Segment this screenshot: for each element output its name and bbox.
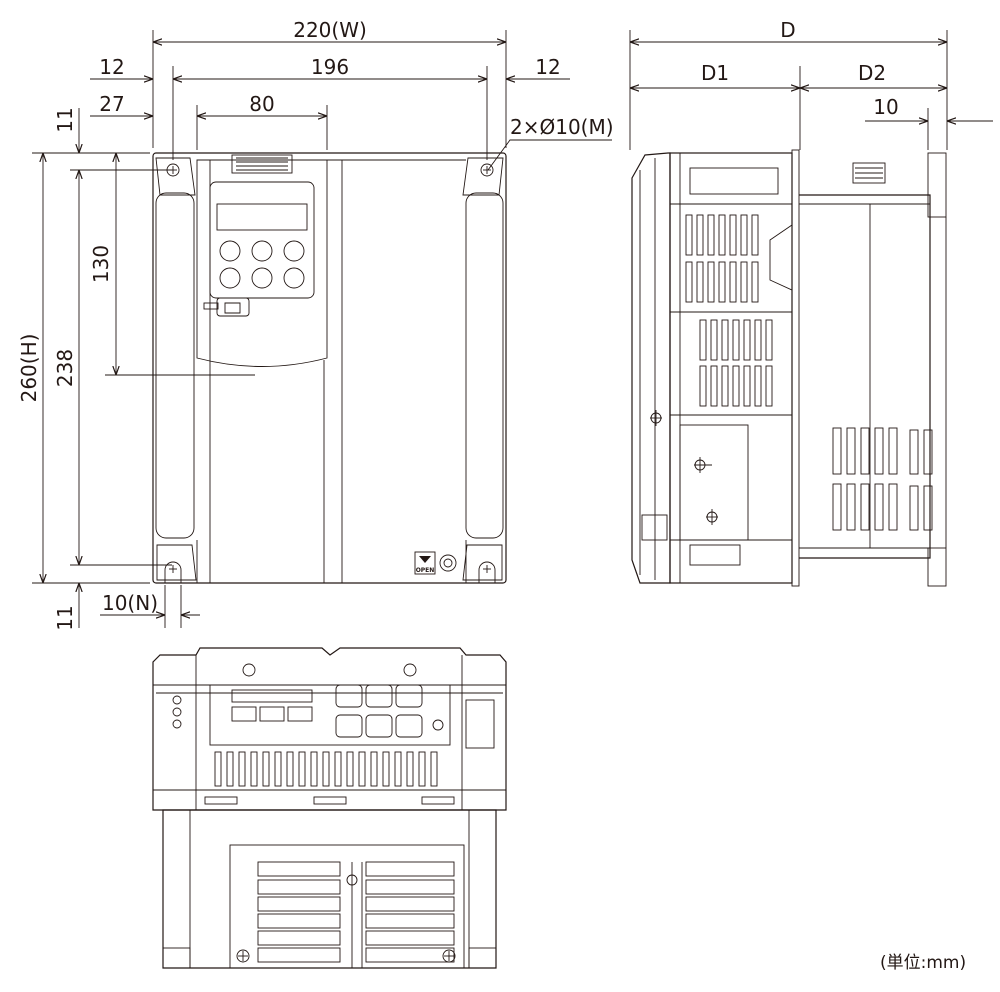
front-dimension-texts: 220(W) 12 196 12 27 80 2×Ø10(M) 11 130 2… (17, 18, 614, 631)
keypad-button-6 (283, 267, 305, 289)
front-view: 220(W) 12 196 12 27 80 2×Ø10(M) 11 130 2… (17, 18, 614, 631)
open-mark: OPEN (414, 551, 457, 575)
front-housing (152, 152, 507, 584)
front-extension-lines (32, 30, 507, 628)
keypad-button-4 (219, 267, 241, 289)
keypad-latch (216, 297, 250, 317)
bottom-lower-section (162, 809, 497, 969)
side-vent-heatsink (832, 427, 933, 531)
keypad-button-1 (219, 240, 241, 262)
bottom-view (152, 647, 507, 969)
bottom-hole-offset-label: 11 (53, 605, 77, 630)
keypad-button-3 (283, 240, 305, 262)
bottom-upper-section (152, 647, 507, 811)
bottom-vent-row (214, 751, 438, 787)
unit-label: (単位:mm) (880, 953, 966, 973)
depth2-label: D2 (858, 61, 886, 85)
hole-vertical-pitch-label: 238 (53, 349, 77, 387)
right-margin-label: 12 (535, 55, 560, 79)
operator-panel (196, 154, 328, 367)
side-vent-upper (685, 214, 773, 407)
front-dimension-lines (43, 42, 612, 628)
keypad-button-2 (251, 240, 273, 262)
mounting-hole-top-right (480, 163, 494, 177)
keypad-height-label: 130 (89, 245, 113, 283)
mounting-holes (164, 163, 496, 583)
mounting-hole-top-left (166, 163, 180, 177)
bottom-slot-label: 10(N) (102, 591, 158, 615)
side-extension-lines (629, 30, 948, 150)
width-label: 220(W) (293, 18, 367, 42)
fin-label: 10 (873, 95, 898, 119)
side-screws (650, 410, 718, 525)
top-hole-offset-label: 11 (53, 107, 77, 132)
mounting-slot-bottom-right (478, 561, 496, 583)
display-window (216, 203, 308, 231)
mounting-slot-bottom-left (164, 561, 182, 583)
side-view: D D1 D2 10 (629, 18, 993, 587)
open-label: OPEN (416, 567, 435, 574)
keypad-width-label: 80 (249, 92, 274, 116)
height-label: 260(H) (17, 334, 41, 403)
side-housing (631, 149, 947, 587)
hole-pitch-label: 196 (311, 55, 349, 79)
side-dimension-lines (630, 42, 993, 121)
hole-label: 2×Ø10(M) (510, 115, 614, 139)
keypad-button-5 (251, 267, 273, 289)
keypad-offset-label: 27 (99, 92, 124, 116)
depth1-label: D1 (701, 61, 729, 85)
left-margin-label: 12 (99, 55, 124, 79)
depth-label: D (780, 18, 795, 42)
side-dimension-texts: D D1 D2 10 (701, 18, 899, 119)
